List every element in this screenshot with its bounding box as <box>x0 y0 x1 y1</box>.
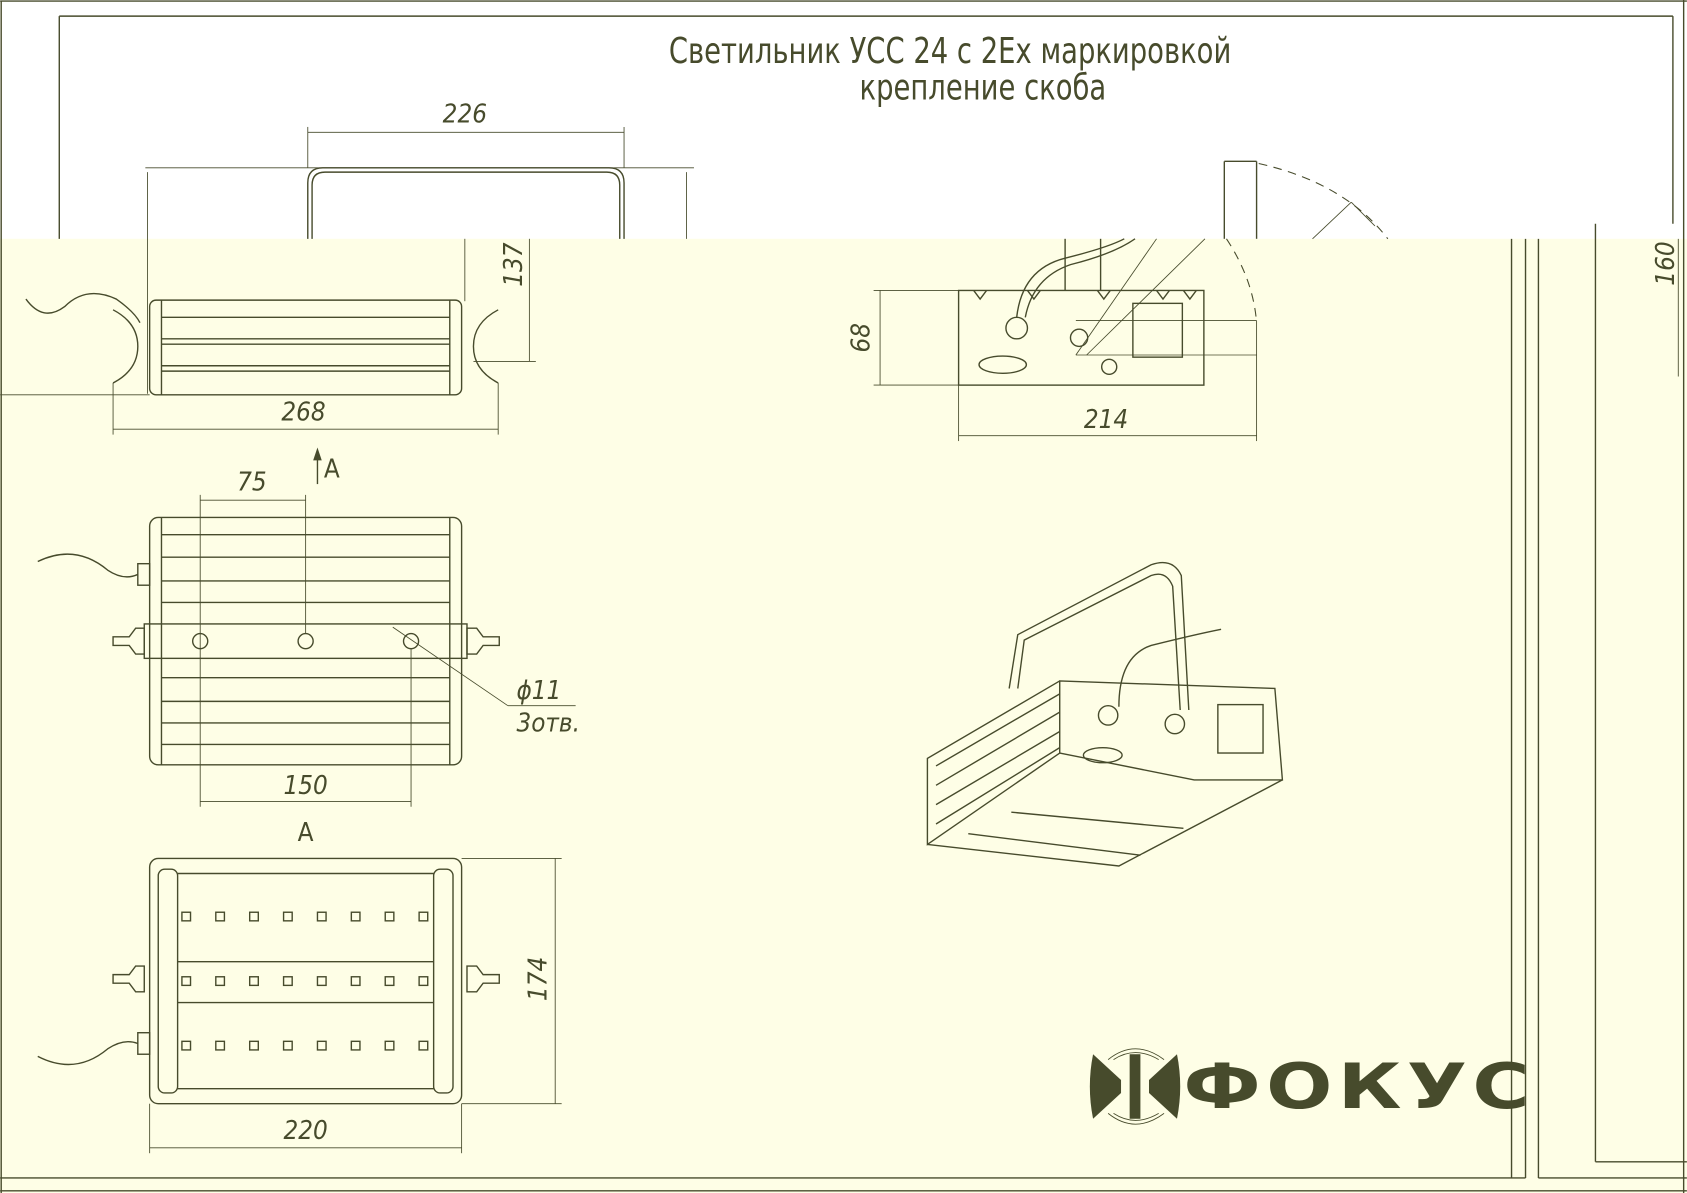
led <box>215 1040 226 1051</box>
dim-137: 137 <box>499 242 529 287</box>
led <box>316 1040 327 1051</box>
led <box>282 976 293 987</box>
top-band <box>0 0 1687 239</box>
dim-268: 268 <box>281 398 325 428</box>
end-view: 68 214 <box>846 160 1389 442</box>
led <box>418 911 429 922</box>
led <box>418 976 429 987</box>
led <box>384 976 395 987</box>
top-view: 75 150 ϕ11 3отв. <box>37 468 580 807</box>
top-band-right <box>1565 0 1687 224</box>
led <box>350 911 361 922</box>
led <box>282 911 293 922</box>
led <box>418 1040 429 1051</box>
dim-214: 214 <box>1084 405 1128 435</box>
bottom-view: 174 220 <box>37 857 562 1154</box>
led <box>181 976 192 987</box>
view-marker-a: A <box>324 455 340 485</box>
led <box>350 1040 361 1051</box>
led <box>248 911 259 922</box>
dim-226: 226 <box>443 100 487 130</box>
led <box>215 976 226 987</box>
led <box>316 976 327 987</box>
led <box>181 1040 192 1051</box>
hole-diameter-label: ϕ11 <box>516 676 561 706</box>
led <box>384 911 395 922</box>
hole-count-label: 3отв. <box>516 709 580 739</box>
led-grid <box>181 911 429 1051</box>
dim-75: 75 <box>237 468 267 498</box>
dim-174: 174 <box>524 957 554 1001</box>
led <box>316 911 327 922</box>
isometric-view <box>926 561 1284 867</box>
drawing-subtitle: крепление скоба <box>860 68 1107 108</box>
led <box>215 911 226 922</box>
led <box>248 976 259 987</box>
led <box>350 976 361 987</box>
led <box>384 1040 395 1051</box>
dim-150: 150 <box>283 771 327 801</box>
dim-160: 160 <box>1651 241 1681 285</box>
view-a-label: A <box>298 818 314 848</box>
dim-68: 68 <box>846 323 876 353</box>
dim-220: 220 <box>283 1116 327 1146</box>
drawing-title: Светильник УСС 24 с 2Ех маркировкой <box>669 32 1231 72</box>
led <box>282 1040 293 1051</box>
led <box>181 911 192 922</box>
side-view: 226 137 268 A <box>0 100 694 485</box>
logo-text: ФОКУС <box>1183 1050 1535 1123</box>
focus-logo: ФОКУС <box>1089 1048 1535 1125</box>
led <box>248 1040 259 1051</box>
